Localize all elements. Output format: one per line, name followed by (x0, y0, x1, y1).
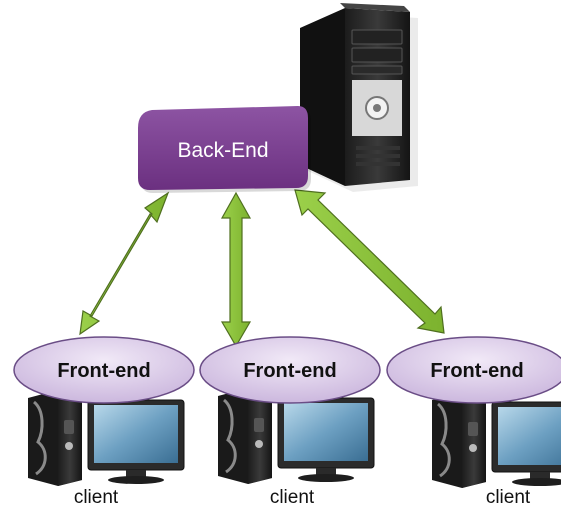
client-label: client (486, 487, 531, 508)
frontend-label: Front-end (57, 360, 150, 382)
frontend-node-1: Front-end client (13, 336, 195, 508)
backend-node: Back-End (138, 106, 311, 193)
server-tower-icon (300, 3, 418, 192)
arrow-backend-frontend-2 (220, 191, 252, 348)
desktop-computer-icon (430, 390, 561, 490)
frontend-label: Front-end (243, 360, 336, 382)
frontend-node-2: Front-end client (199, 336, 381, 508)
frontend-node-3: Front-end client (386, 336, 561, 508)
arrow-backend-frontend-1 (79, 191, 170, 336)
arrows (79, 189, 445, 348)
frontend-label: Front-end (430, 360, 523, 382)
client-label: client (270, 487, 315, 508)
desktop-computer-icon (26, 388, 186, 488)
client-label: client (74, 487, 119, 508)
backend-label: Back-End (177, 139, 268, 162)
arrow-backend-frontend-3 (294, 189, 445, 334)
